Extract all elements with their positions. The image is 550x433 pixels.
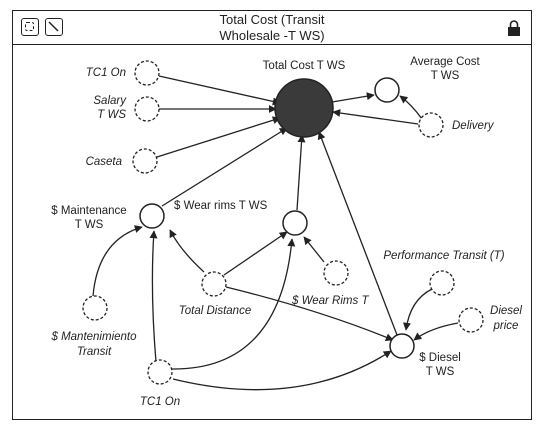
title-line-1: Total Cost (Transit bbox=[219, 12, 325, 27]
nodes bbox=[82, 60, 484, 385]
link-dieselprice-diesel bbox=[413, 322, 459, 341]
label-maintenance-1: $ Maintenance bbox=[51, 205, 126, 217]
link-tc1onbottom-maintenance bbox=[149, 230, 158, 363]
link-distance-wearrims bbox=[223, 231, 288, 276]
diagram-title: Total Cost (Transit Wholesale -T WS) bbox=[103, 12, 441, 44]
label-diesel-price-2: price bbox=[493, 320, 519, 332]
node-mantenimiento-transit[interactable] bbox=[82, 295, 108, 321]
label-diesel-1: $ Diesel bbox=[419, 352, 461, 364]
link-mantenimiento-maintenance bbox=[92, 225, 143, 297]
label-delivery: Delivery bbox=[452, 120, 495, 132]
link-wearrims-totalcost bbox=[296, 134, 306, 211]
label-caseta: Caseta bbox=[86, 156, 122, 168]
link-delivery-totalcost bbox=[332, 109, 419, 125]
label-tc1-on-top: TC1 On bbox=[86, 67, 126, 79]
label-diesel-price-1: Diesel bbox=[490, 305, 522, 317]
link-distance-maintenance bbox=[169, 229, 205, 273]
label-performance-transit: Performance Transit (T) bbox=[383, 250, 504, 262]
label-average-cost-1: Average Cost bbox=[410, 56, 480, 68]
label-salary-1: Salary bbox=[93, 95, 127, 107]
node-total-distance[interactable] bbox=[201, 271, 227, 297]
link-performance-diesel bbox=[402, 288, 433, 331]
label-wear-rims: $ Wear rims T WS bbox=[174, 200, 268, 212]
title-bar: Total Cost (Transit Wholesale -T WS) bbox=[13, 11, 531, 45]
link-tc1onbottom-diesel bbox=[172, 350, 392, 391]
node-wear-rims[interactable] bbox=[282, 210, 308, 236]
node-diesel[interactable] bbox=[389, 333, 415, 359]
label-average-cost-2: T WS bbox=[431, 70, 460, 82]
node-diesel-price[interactable] bbox=[458, 307, 484, 333]
node-tc1-on-bottom[interactable] bbox=[147, 359, 173, 385]
label-tc1-on-bottom: TC1 On bbox=[140, 396, 180, 408]
node-tc1-on-top[interactable] bbox=[134, 60, 160, 86]
link-tc1on-totalcost bbox=[158, 75, 281, 106]
link-totalcost-averagecost bbox=[331, 92, 375, 103]
node-wear-rims-t[interactable] bbox=[323, 260, 349, 286]
node-total-cost[interactable] bbox=[274, 78, 334, 138]
lock-icon[interactable] bbox=[507, 20, 521, 36]
link-tc1onbottom-wearrims bbox=[171, 238, 296, 370]
label-maintenance-2: T WS bbox=[75, 219, 104, 231]
label-total-distance: Total Distance bbox=[179, 305, 251, 317]
node-performance-transit[interactable] bbox=[429, 270, 455, 296]
label-mantenimiento-1: $ Mantenimiento bbox=[50, 331, 137, 343]
link-diesel-totalcost bbox=[317, 131, 398, 336]
node-average-cost[interactable] bbox=[374, 77, 400, 103]
connections bbox=[92, 75, 459, 391]
labels: Total Cost T WS Average Cost T WS Delive… bbox=[50, 56, 522, 408]
link-caseta-totalcost bbox=[156, 116, 281, 158]
title-line-2: Wholesale -T WS) bbox=[219, 28, 325, 43]
label-mantenimiento-2: Transit bbox=[77, 346, 112, 358]
node-maintenance[interactable] bbox=[139, 203, 165, 229]
line-tool-icon[interactable] bbox=[45, 18, 63, 36]
label-salary-2: T WS bbox=[97, 109, 126, 121]
link-delivery-averagecost bbox=[399, 95, 423, 120]
node-delivery[interactable] bbox=[418, 112, 444, 138]
link-wearrimst-wearrims bbox=[303, 236, 325, 263]
label-diesel-2: T WS bbox=[426, 366, 455, 378]
node-salary[interactable] bbox=[134, 96, 160, 122]
diagram-panel: Total Cost (Transit Wholesale -T WS) bbox=[12, 10, 532, 420]
label-total-cost: Total Cost T WS bbox=[263, 60, 346, 72]
node-caseta[interactable] bbox=[132, 148, 158, 174]
link-maintenance-totalcost bbox=[161, 127, 288, 207]
link-distance-diesel bbox=[225, 286, 394, 341]
label-wear-rims-t: $ Wear Rims T bbox=[291, 295, 369, 307]
dashed-selection-icon[interactable] bbox=[21, 18, 39, 36]
